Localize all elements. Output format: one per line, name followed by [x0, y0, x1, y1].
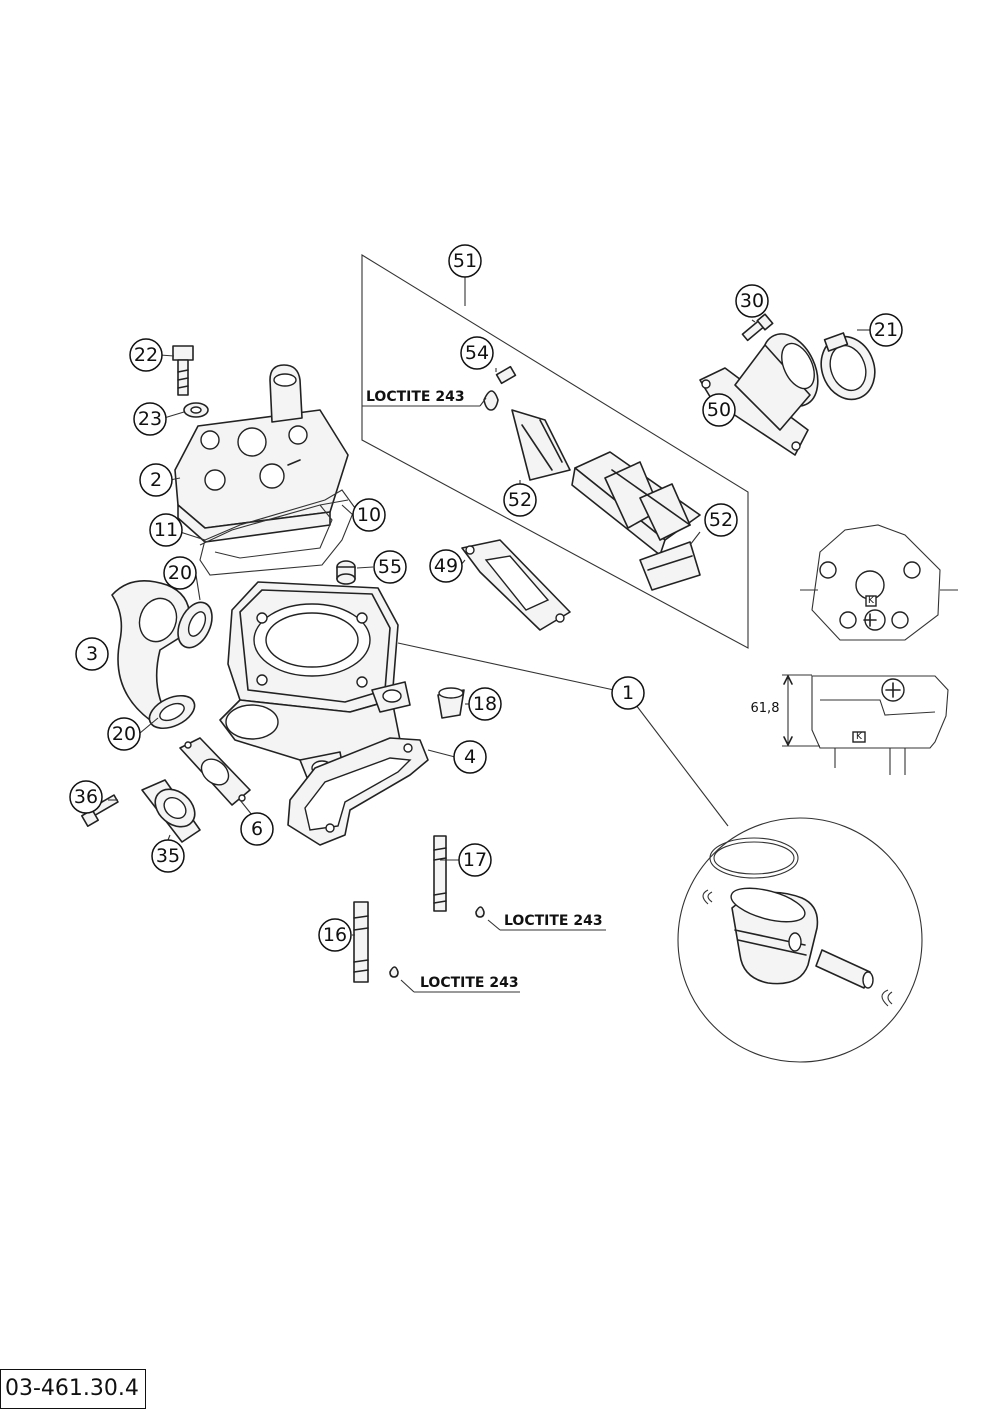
head-bolt-22	[172, 345, 194, 396]
hose-clamp-21	[820, 332, 876, 401]
reed-valve-kit-frame	[361, 254, 749, 649]
cylinder-1	[219, 581, 411, 791]
piston-detail-circle	[677, 817, 923, 1063]
svg-text:18: 18	[473, 693, 497, 715]
callout-11[interactable]: 11	[149, 513, 183, 547]
svg-text:4: 4	[464, 746, 476, 768]
svg-text:36: 36	[74, 786, 98, 808]
callout-21[interactable]: 21	[869, 313, 903, 347]
cylinder-head-2	[174, 364, 349, 543]
cylinder-base-gasket-4	[287, 737, 429, 846]
svg-text:52: 52	[709, 509, 733, 531]
washer-23	[183, 402, 209, 418]
needle-bearing-20-upper	[177, 601, 213, 649]
svg-text:55: 55	[378, 556, 402, 578]
needle-bearing-20-lower	[148, 694, 196, 730]
leader-lines	[108, 319, 870, 936]
callout-50[interactable]: 50	[702, 393, 736, 427]
callout-20-lower[interactable]: 20	[107, 717, 141, 751]
svg-text:16: 16	[323, 924, 347, 946]
svg-text:30: 30	[740, 290, 764, 312]
document-number: 03-461.30.4	[0, 1369, 146, 1409]
water-hose-3	[111, 579, 191, 721]
svg-text:20: 20	[168, 562, 192, 584]
svg-text:LOCTITE 243: LOCTITE 243	[420, 975, 519, 991]
svg-text:54: 54	[465, 342, 489, 364]
callout-30[interactable]: 30	[735, 284, 769, 318]
svg-text:LOCTITE 243: LOCTITE 243	[504, 913, 603, 929]
callout-23[interactable]: 23	[133, 402, 167, 436]
screw-30	[741, 313, 774, 342]
stud-17	[433, 835, 485, 918]
callout-10[interactable]: 10	[352, 498, 386, 532]
svg-text:K: K	[868, 596, 875, 606]
svg-text:50: 50	[707, 399, 731, 421]
svg-text:20: 20	[112, 723, 136, 745]
svg-text:21: 21	[874, 319, 898, 341]
callout-54[interactable]: 54	[460, 336, 494, 370]
callout-17[interactable]: 17	[458, 843, 492, 877]
callout-6[interactable]: 6	[240, 812, 274, 846]
exhaust-flange-35	[141, 779, 201, 843]
bush-18	[437, 687, 465, 719]
callout-22[interactable]: 22	[129, 338, 163, 372]
reed-petal-right	[639, 541, 701, 591]
callout-3[interactable]: 3	[75, 637, 109, 671]
svg-text:2: 2	[150, 469, 162, 491]
svg-text:LOCTITE 243: LOCTITE 243	[366, 389, 465, 405]
callout-20-upper[interactable]: 20	[163, 556, 197, 590]
callout-55[interactable]: 55	[373, 550, 407, 584]
loctite-note-top: LOCTITE 243	[362, 389, 487, 407]
svg-text:35: 35	[156, 845, 180, 867]
stud-16	[353, 901, 399, 983]
o-ring-10	[199, 489, 356, 576]
svg-text:6: 6	[251, 818, 263, 840]
svg-text:49: 49	[434, 555, 458, 577]
reed-valve-block	[571, 451, 701, 556]
svg-text:11: 11	[154, 519, 178, 541]
loctite-note-stud-17: LOCTITE 243	[487, 913, 606, 931]
svg-text:23: 23	[138, 408, 162, 430]
reed-petal-left	[511, 409, 571, 481]
callout-49[interactable]: 49	[429, 549, 463, 583]
loctite-note-stud-16: LOCTITE 243	[400, 975, 520, 993]
callout-52-left[interactable]: 52	[503, 483, 537, 517]
plug-55	[336, 560, 356, 585]
callout-35[interactable]: 35	[151, 839, 185, 873]
svg-text:17: 17	[463, 849, 487, 871]
svg-text:3: 3	[86, 643, 98, 665]
svg-text:10: 10	[357, 504, 381, 526]
callout-52-right[interactable]: 52	[704, 503, 738, 537]
o-ring-11	[199, 499, 349, 559]
svg-text:1: 1	[622, 682, 634, 704]
callout-51[interactable]: 51	[448, 244, 482, 278]
callout-18[interactable]: 18	[468, 687, 502, 721]
callout-36[interactable]: 36	[69, 780, 103, 814]
callout-2[interactable]: 2	[139, 463, 173, 497]
reed-screw-54	[483, 365, 517, 411]
svg-text:22: 22	[134, 344, 158, 366]
dimension-61-8: 61,8	[751, 701, 780, 716]
intake-flange-50	[699, 333, 819, 456]
intake-gasket-49	[461, 539, 571, 631]
callout-16[interactable]: 16	[318, 918, 352, 952]
svg-text:K: K	[856, 732, 863, 742]
callout-1[interactable]: 1	[611, 676, 645, 710]
head-section-detail: K 61,8	[751, 674, 949, 775]
svg-text:52: 52	[508, 489, 532, 511]
svg-text:51: 51	[453, 250, 477, 272]
head-top-view-detail: K	[800, 524, 958, 641]
exhaust-gasket-6	[179, 737, 251, 806]
callout-4[interactable]: 4	[453, 740, 487, 774]
